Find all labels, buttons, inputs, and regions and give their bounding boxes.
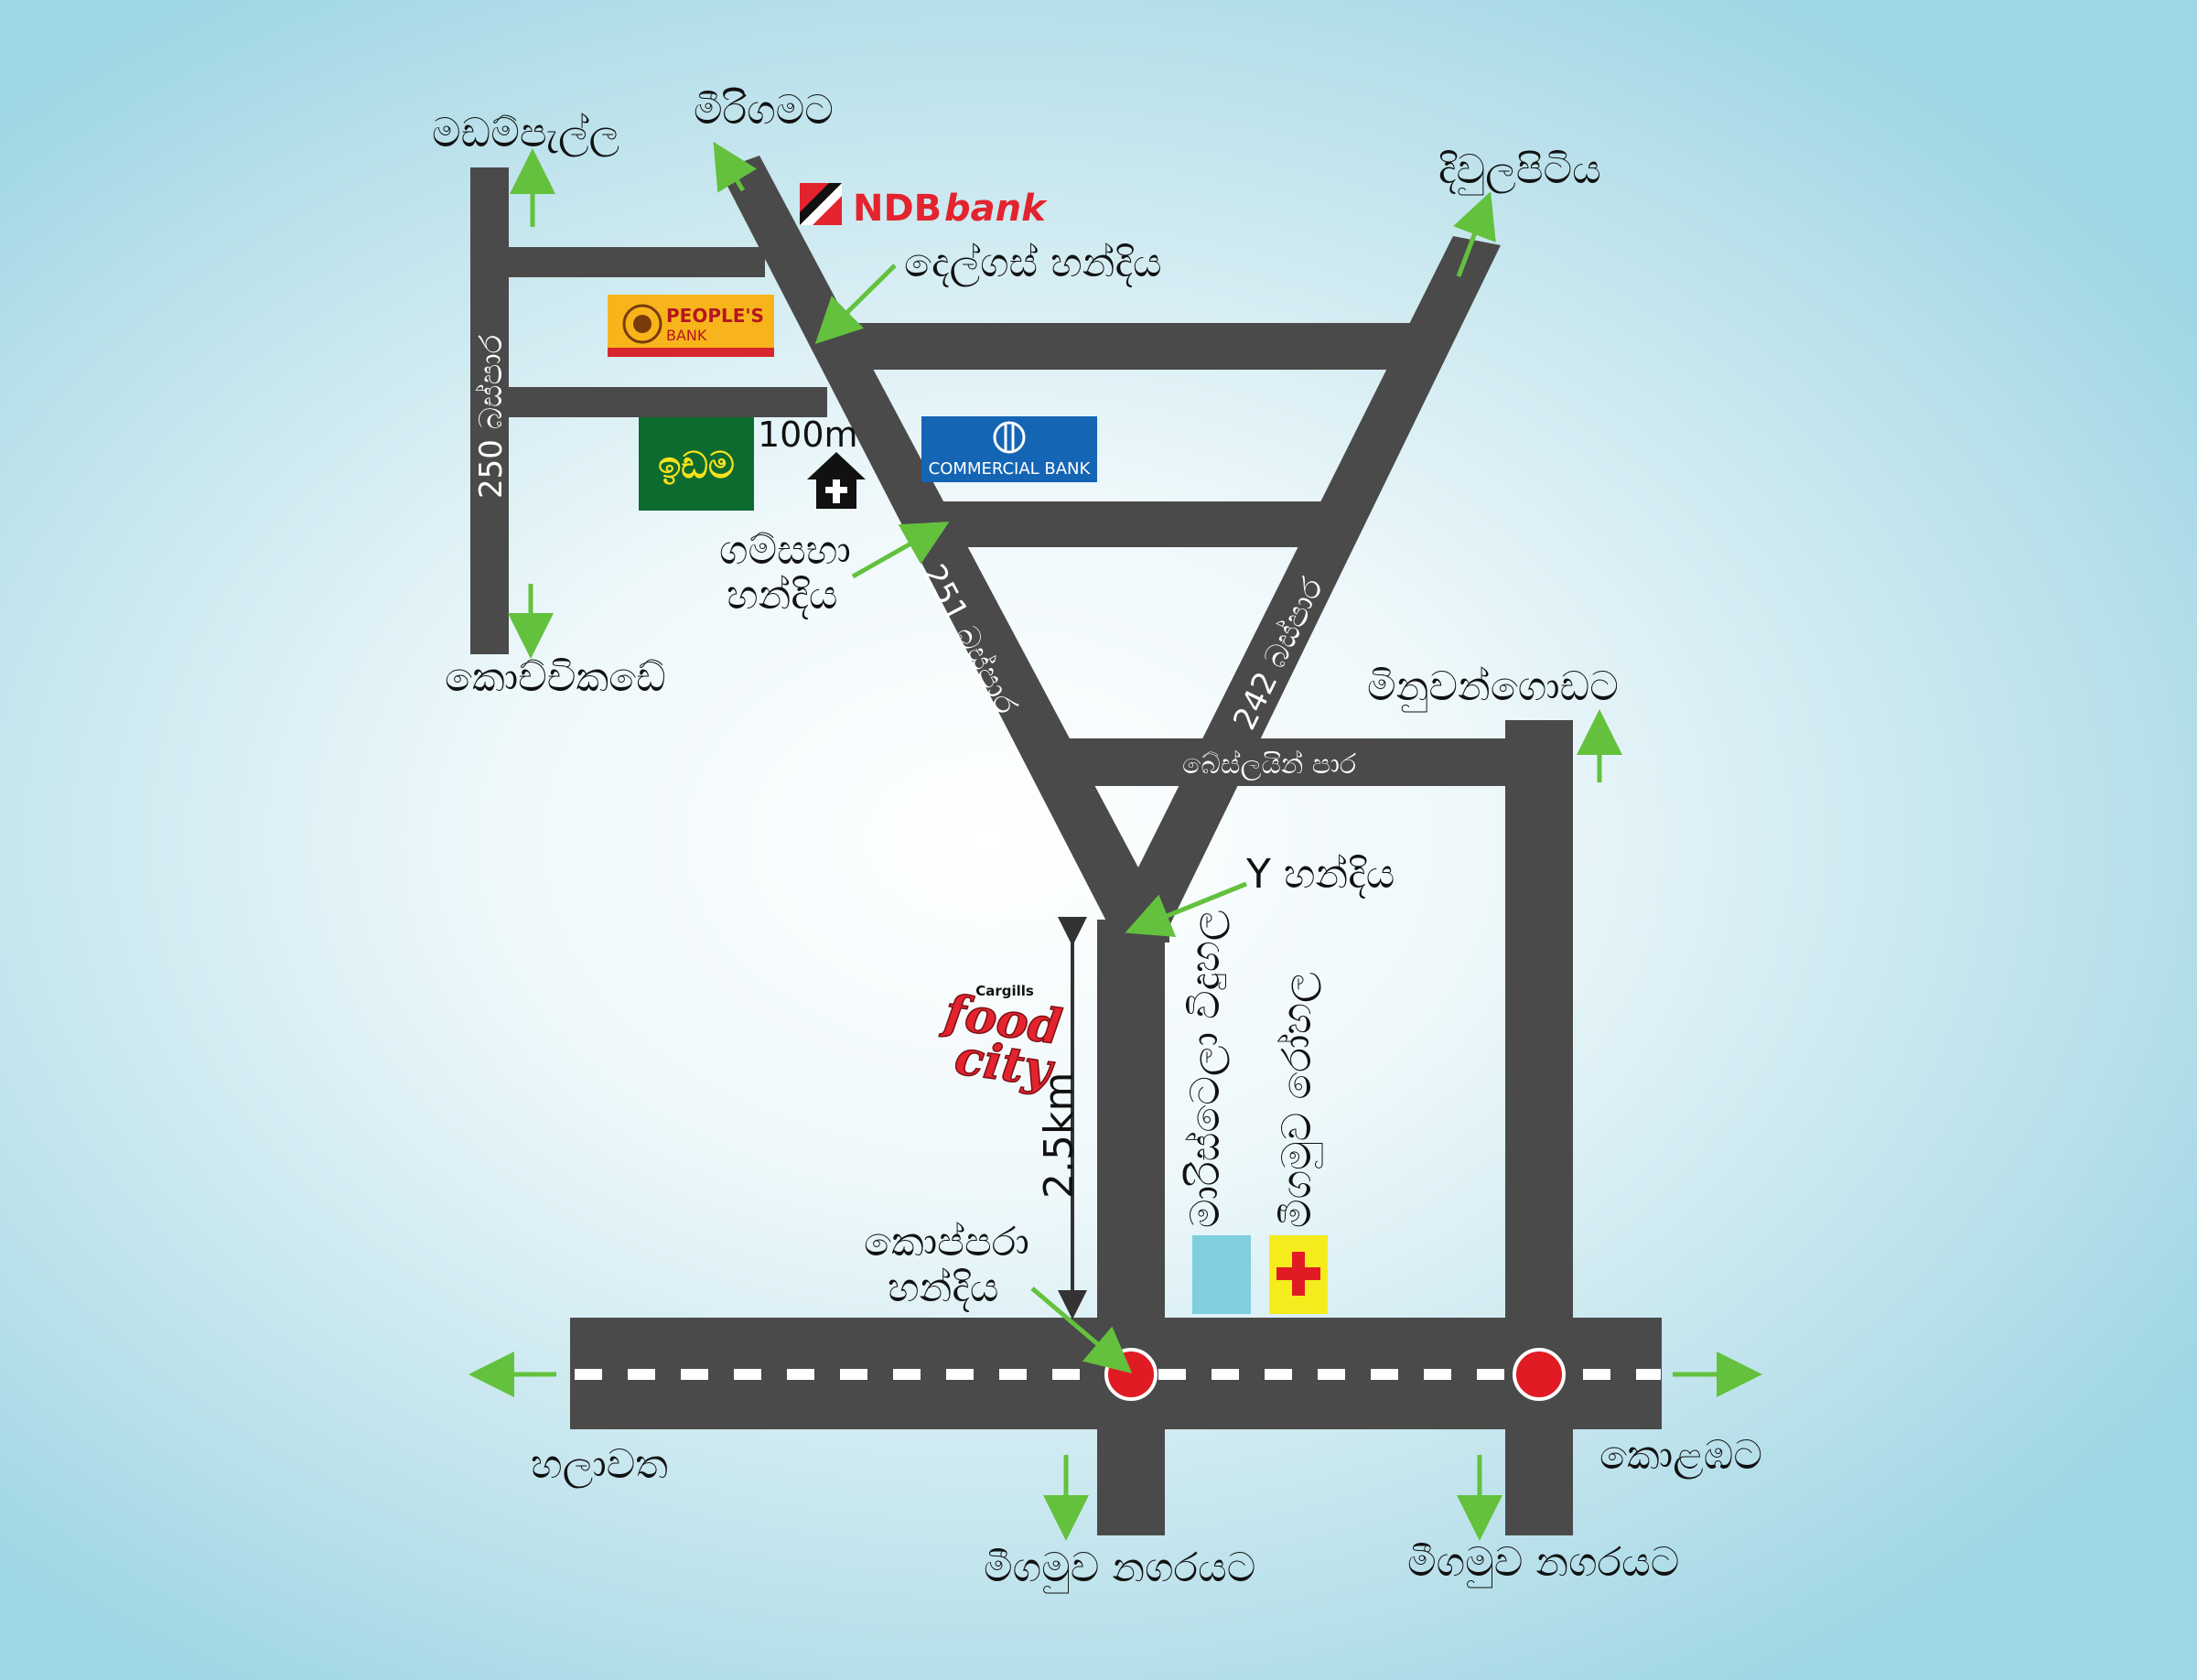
arrow-delgas bbox=[814, 264, 897, 345]
cargills-food-city-logo: Cargills food city bbox=[937, 983, 1066, 1100]
label-gamsabha-line2: හන්දිය bbox=[727, 572, 838, 619]
delgas-cross-road bbox=[828, 323, 1414, 370]
label-madampella: මඩම්පැල්ල bbox=[432, 110, 619, 156]
label-meerigama: මීරිගමට bbox=[694, 87, 834, 134]
ndb-bank-logo: NDB bank bbox=[800, 183, 1048, 230]
label-baseline-road: බේස්ලයින් පාර bbox=[1182, 748, 1356, 781]
colombo-junction-marker bbox=[1513, 1348, 1566, 1401]
main-vertical-road bbox=[1097, 920, 1165, 1535]
label-delgas-junction: දෙල්ගස් හන්දිය bbox=[904, 240, 1162, 287]
peoples-logo-stripe bbox=[608, 348, 774, 357]
peoples-logo-text-2: BANK bbox=[666, 327, 707, 344]
label-koppara-line2: හන්දිය bbox=[888, 1265, 999, 1312]
commercial-logo-bg bbox=[921, 416, 1097, 482]
church-icon bbox=[807, 452, 866, 509]
commercial-logo-text: COMMERCIAL BANK bbox=[929, 459, 1092, 479]
label-gamsabha-line1: ගම්සභා bbox=[719, 527, 851, 574]
label-kochchikade: කොච්චිකඩේ bbox=[445, 654, 666, 701]
route-242-road bbox=[1115, 236, 1501, 926]
commercial-bank-logo: COMMERCIAL BANK bbox=[921, 416, 1097, 482]
idama-logo-bg bbox=[639, 417, 754, 511]
label-colombo: කොළඹට bbox=[1599, 1432, 1762, 1479]
label-route-250: 250 බස්පාර bbox=[473, 334, 510, 499]
cargills-text: Cargills bbox=[975, 983, 1034, 999]
label-main-distance: 2.5km bbox=[1036, 1072, 1082, 1199]
hospital-cross-h bbox=[1276, 1267, 1320, 1280]
label-divulapitiya: දිවුලපිටිය bbox=[1438, 146, 1601, 196]
peoples-logo-seal bbox=[622, 304, 662, 344]
arrow-meerigama bbox=[713, 141, 757, 193]
label-y-junction: Y හන්දිය bbox=[1245, 851, 1395, 899]
road-network bbox=[470, 156, 1662, 1535]
maristella-school-marker bbox=[1192, 1235, 1251, 1314]
route-250-lower-link bbox=[470, 387, 827, 417]
idama-logo-text: ඉඩම bbox=[658, 445, 734, 487]
arrow-y-junction bbox=[1125, 881, 1247, 937]
label-church-distance: 100m bbox=[758, 415, 858, 455]
arrow-divulapitiya bbox=[1453, 191, 1496, 277]
label-negombo-1: මීගමුව නගරයට bbox=[984, 1545, 1255, 1594]
peoples-logo-text-1: PEOPLE'S bbox=[666, 305, 764, 327]
label-hospital: මීගමුව රෝහල bbox=[1274, 972, 1323, 1228]
ndb-logo-corner bbox=[800, 183, 842, 225]
hospital-marker bbox=[1269, 1235, 1328, 1314]
right-vertical-road bbox=[1505, 720, 1573, 1535]
commercial-logo-emblem bbox=[993, 421, 1026, 454]
label-koppara-line1: කොප්පරා bbox=[864, 1219, 1029, 1265]
idama-logo: ඉඩම bbox=[639, 417, 754, 511]
label-minuwangoda: මිනුවන්ගොඩට bbox=[1367, 663, 1619, 712]
label-halawatha: හලාවත bbox=[531, 1441, 668, 1488]
church-cross-h bbox=[825, 487, 847, 493]
city-text: city bbox=[952, 1029, 1059, 1099]
ndb-logo-text: NDB bbox=[853, 188, 942, 230]
label-maristella: මාරිස්ටෙලා විදුහල bbox=[1182, 910, 1229, 1228]
direction-arrows bbox=[468, 141, 1762, 1541]
ndb-logo-text-2: bank bbox=[944, 188, 1048, 230]
peoples-logo-seal-inner bbox=[633, 315, 652, 333]
route-250-upper-link bbox=[470, 247, 765, 277]
label-negombo-2: මීගමුව නගරයට bbox=[1407, 1539, 1679, 1588]
baseline-road bbox=[1043, 738, 1573, 786]
arrow-koppara bbox=[1030, 1287, 1133, 1373]
arrow-gamsabha bbox=[851, 522, 950, 579]
gamsabha-cross-road bbox=[926, 501, 1332, 547]
peoples-bank-logo: PEOPLE'S BANK bbox=[608, 295, 774, 357]
